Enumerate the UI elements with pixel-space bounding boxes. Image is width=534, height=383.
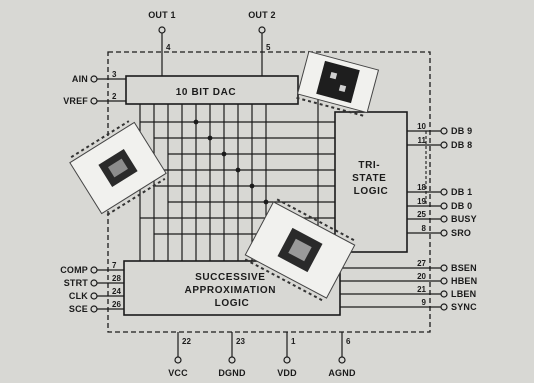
pin-terminal [91,293,97,299]
pin-label: DB 8 [451,140,472,150]
pin-label: LBEN [451,289,476,299]
tristate-label-line-1: TRI- [358,160,380,171]
chip-photo-left [68,119,168,217]
junction-dot [194,120,198,124]
pin-label: SCE [69,304,88,314]
pin-clk: CLK 24 [69,287,122,301]
pin-number: 18 [417,183,426,192]
pin-number: 1 [291,337,296,346]
dac-label: 10 BIT DAC [176,87,236,98]
chip-photo-top-right [296,51,378,116]
pin-label: DGND [218,368,246,378]
pin-label: DB 0 [451,201,472,211]
pin-terminal [441,128,447,134]
pin-terminal [259,27,265,33]
pin-terminal [441,216,447,222]
pin-number: 25 [417,210,426,219]
pin-label: AGND [328,368,356,378]
pin-label: SYNC [451,302,477,312]
pin-number: 26 [112,300,121,309]
pin-number: 24 [112,287,121,296]
pin-number: 19 [417,197,426,206]
pin-number: 7 [112,261,117,270]
pin-terminal [91,98,97,104]
pin-label: VDD [277,368,297,378]
pin-sro: SRO 8 [422,224,472,238]
pin-terminal [91,267,97,273]
pin-db-0: DB 0 19 [417,197,472,211]
pin-number: 8 [422,224,427,233]
pin-number: 2 [112,92,117,101]
pin-terminal [441,203,447,209]
tristate-label-line-2: STATE [352,173,386,184]
pin-hben: HBEN 20 [417,272,477,286]
pin-label: COMP [60,265,88,275]
pin-number: 9 [422,298,427,307]
pin-vref: VREF 2 [63,92,117,106]
sar-label: SUCCESSIVE APPROXIMATION LOGIC [185,272,280,309]
pin-terminal [229,357,235,363]
pin-db-1: DB 1 18 [417,183,472,197]
pin-terminal [91,306,97,312]
pin-terminal [441,291,447,297]
pin-label: VCC [168,368,188,378]
pin-label: OUT 1 [148,10,176,20]
pin-number: 20 [417,272,426,281]
pin-label: BUSY [451,214,477,224]
pin-label: AIN [72,74,88,84]
sar-label-line-1: SUCCESSIVE [195,272,265,283]
pin-label: SRO [451,228,471,238]
tristate-label: TRI- STATE LOGIC [352,160,390,197]
pin-number: 28 [112,274,121,283]
junction-dot [222,152,226,156]
pin-lben: LBEN 21 [417,285,476,299]
pin-strt: STRT 28 [64,274,122,288]
pin-sce: SCE 26 [69,300,122,314]
pin-bsen: BSEN 27 [417,259,477,273]
pin-terminal [339,357,345,363]
pin-terminal [441,265,447,271]
tristate-label-line-3: LOGIC [354,186,389,197]
pin-label: BSEN [451,263,477,273]
pin-number: 10 [417,122,426,131]
pin-terminal [175,357,181,363]
pin-terminal [284,357,290,363]
pin-terminal [91,76,97,82]
pin-number: 6 [346,337,351,346]
pin-number: 27 [417,259,426,268]
pin-terminal [441,278,447,284]
pin-number: 23 [236,337,245,346]
pin-number: 11 [418,136,427,145]
pin-number: 21 [417,285,426,294]
pin-terminal [159,27,165,33]
pin-number: 3 [112,70,117,79]
wiring [97,33,441,357]
pin-ain: AIN 3 [72,70,117,84]
junction-dot [250,184,254,188]
junction-dot [264,200,268,204]
junction-dot [208,136,212,140]
sar-label-line-3: LOGIC [215,298,250,309]
junction-dot [236,168,240,172]
sar-label-line-2: APPROXIMATION [185,285,277,296]
pin-label: CLK [69,291,88,301]
pin-label: HBEN [451,276,477,286]
pin-label: DB 1 [451,187,472,197]
pin-terminal [441,304,447,310]
pin-label: VREF [63,96,88,106]
pin-vcc: VCC 22 [168,337,191,378]
pin-label: DB 9 [451,126,472,136]
pin-number: 4 [166,43,171,52]
pin-label: STRT [64,278,89,288]
pin-terminal [441,189,447,195]
pin-number: 5 [266,43,271,52]
pin-label: OUT 2 [248,10,276,20]
pin-number: 22 [182,337,191,346]
pin-busy: BUSY 25 [417,210,477,224]
pin-terminal [441,142,447,148]
pin-db-9: DB 9 10 [417,122,472,136]
pin-terminal [441,230,447,236]
pin-terminal [91,280,97,286]
